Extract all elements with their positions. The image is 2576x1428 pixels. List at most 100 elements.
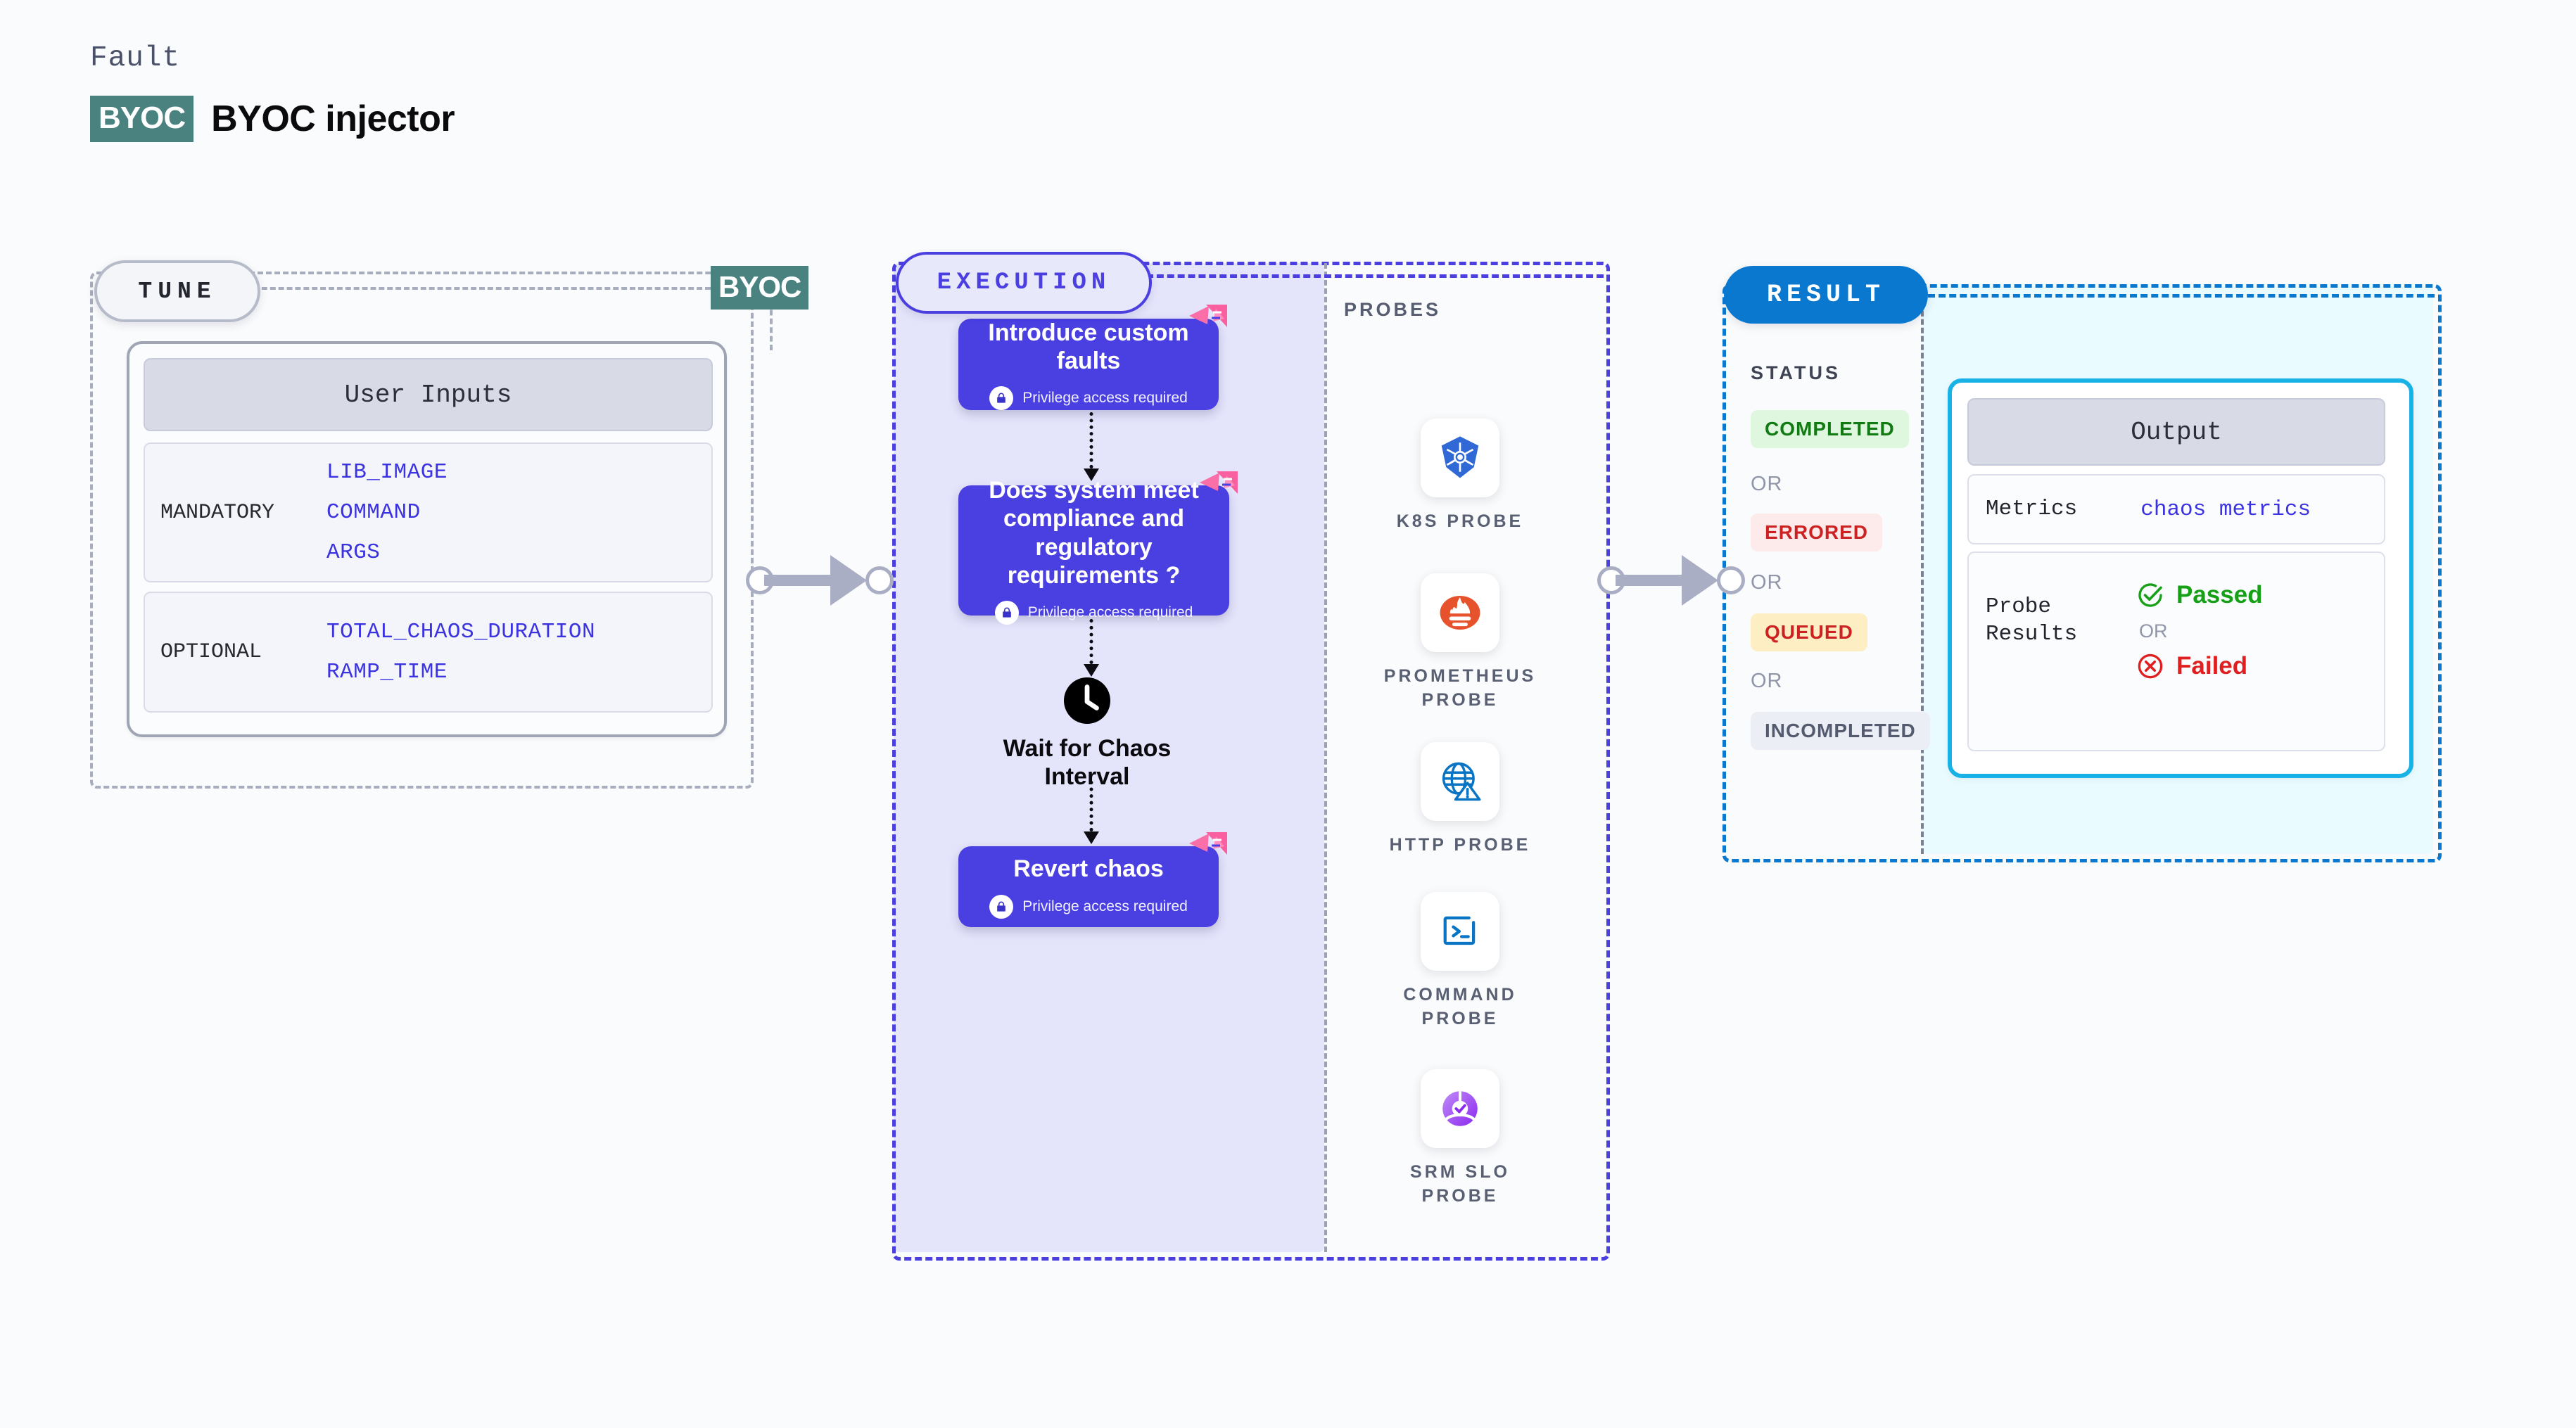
lock-icon (989, 894, 1014, 919)
probe-label: COMMAND PROBE (1403, 985, 1517, 1028)
probe-item-prometheus[interactable]: PROMETHEUS PROBE (1379, 573, 1541, 713)
param-command[interactable]: COMMAND (326, 500, 421, 525)
exec-node-title: Introduce custom faults (988, 319, 1189, 374)
byoc-flow-badge: BYOC (711, 266, 809, 310)
exec-node-title: Revert chaos (1013, 855, 1164, 883)
chaos-badge-icon (1189, 832, 1227, 855)
exec-node-title: Does system meet compliance and regulato… (989, 477, 1199, 589)
verdict-passed-label: Passed (2176, 581, 2263, 608)
connector-execution-to-result (1597, 555, 1745, 606)
privilege-note-text: Privilege access required (1027, 604, 1193, 620)
verdict-failed-label: Failed (2176, 652, 2248, 680)
status-or-1: OR (1751, 473, 1783, 495)
mandatory-param-list: LIB_IMAGE COMMAND ARGS (326, 444, 711, 581)
exec-node-compliance-check[interactable]: Does system meet compliance and regulato… (958, 471, 1238, 625)
privilege-note: Privilege access required (989, 386, 1188, 411)
x-circle-icon (2138, 654, 2163, 679)
status-badge-errored: ERRORED (1751, 514, 1883, 552)
chaos-badge-icon (1189, 305, 1227, 327)
chaos-badge-icon (1200, 471, 1238, 494)
globe-warning-icon (1421, 742, 1499, 821)
metrics-key: Metrics (1986, 496, 2078, 521)
privilege-note-text: Privilege access required (1022, 390, 1188, 407)
status-badge-queued: QUEUED (1751, 613, 1867, 651)
connector-arrowhead (1682, 555, 1718, 606)
execution-connector-line (1146, 274, 1604, 278)
byoc-badge: BYOC (90, 96, 194, 142)
status-badge-incompleted: INCOMPLETED (1751, 712, 1930, 750)
connector-end-ring (1717, 566, 1745, 594)
result-stage-pill[interactable]: RESULT (1724, 266, 1928, 324)
page-title: BYOC injector (211, 98, 455, 139)
byoc-vertical-line (770, 301, 773, 350)
arrow-line (1089, 619, 1093, 664)
arrow-line (1089, 412, 1093, 468)
probe-item-http[interactable]: HTTP PROBE (1379, 742, 1541, 858)
probe-item-command[interactable]: COMMAND PROBE (1379, 892, 1541, 1031)
verdict-or: OR (2139, 620, 2168, 642)
probe-item-srm-slo[interactable]: SRM SLO PROBE (1379, 1069, 1541, 1209)
connector-arrowhead (830, 555, 867, 606)
lock-icon (989, 386, 1014, 411)
exec-node-wait-for-chaos-interval[interactable]: Wait for Chaos Interval (985, 675, 1189, 791)
privilege-note: Privilege access required (989, 894, 1188, 919)
execution-background (894, 263, 1324, 1252)
param-args[interactable]: ARGS (326, 540, 381, 565)
fault-eyebrow: Fault (90, 42, 181, 75)
srm-slo-icon (1421, 1069, 1499, 1148)
optional-label: OPTIONAL (160, 640, 262, 664)
param-lib-image[interactable]: LIB_IMAGE (326, 460, 448, 485)
metrics-value[interactable]: chaos metrics (2140, 497, 2311, 522)
optional-params-block: OPTIONAL TOTAL_CHAOS_DURATION RAMP_TIME (144, 592, 713, 713)
result-connector-line (1928, 294, 2435, 298)
mandatory-params-block: MANDATORY LIB_IMAGE COMMAND ARGS (144, 442, 713, 582)
exec-node-revert-chaos[interactable]: Revert chaos Privilege access required (958, 832, 1227, 927)
mandatory-label: MANDATORY (160, 500, 275, 525)
probe-label: PROMETHEUS PROBE (1383, 666, 1537, 710)
execution-stage-pill[interactable]: EXECUTION (896, 252, 1152, 314)
output-metrics-row: Metrics chaos metrics (1967, 474, 2385, 544)
wait-node-label: Wait for Chaos Interval (1003, 735, 1172, 791)
status-or-2: OR (1751, 571, 1783, 594)
optional-param-list: TOTAL_CHAOS_DURATION RAMP_TIME (326, 593, 711, 711)
exec-node-introduce-faults[interactable]: Introduce custom faults Privilege access… (958, 305, 1227, 411)
flow-arrow-1 (1084, 412, 1099, 481)
param-total-chaos-duration[interactable]: TOTAL_CHAOS_DURATION (326, 620, 596, 644)
status-badge-completed: COMPLETED (1751, 410, 1909, 448)
connector-end-ring (865, 566, 894, 594)
terminal-icon (1421, 892, 1499, 971)
verdict-failed: Failed (2136, 652, 2263, 680)
page-header: Fault BYOC BYOC injector (90, 42, 455, 142)
probe-item-k8s[interactable]: K8S PROBE (1379, 419, 1541, 534)
arrow-line (1089, 781, 1093, 831)
prometheus-icon (1421, 573, 1499, 652)
probe-label: SRM SLO PROBE (1410, 1162, 1510, 1206)
probes-title: PROBES (1344, 299, 1442, 320)
tune-connector-line (253, 287, 711, 290)
arrow-tip (1084, 831, 1099, 844)
probe-verdict-list: Passed OR Failed (2136, 581, 2263, 680)
verdict-passed: Passed (2136, 581, 2263, 609)
param-ramp-time[interactable]: RAMP_TIME (326, 660, 448, 684)
arrow-tip (1084, 664, 1099, 677)
lock-icon (994, 600, 1019, 625)
clock-icon (1064, 677, 1110, 724)
tune-stage-pill[interactable]: TUNE (94, 260, 260, 322)
check-circle-icon (2138, 583, 2162, 607)
title-row: BYOC BYOC injector (90, 96, 455, 142)
flow-arrow-3 (1084, 781, 1099, 844)
probe-label: HTTP PROBE (1389, 835, 1531, 855)
status-or-3: OR (1751, 670, 1783, 692)
user-inputs-header: User Inputs (144, 358, 713, 431)
privilege-note: Privilege access required (994, 600, 1193, 625)
status-title: STATUS (1751, 362, 1841, 383)
result-status-divider (1921, 286, 1924, 854)
flow-arrow-2 (1084, 619, 1099, 677)
connector-tune-to-execution (746, 555, 894, 606)
arrow-tip (1084, 468, 1099, 481)
tune-section-outline (90, 272, 754, 789)
probe-label: K8S PROBE (1396, 511, 1524, 531)
